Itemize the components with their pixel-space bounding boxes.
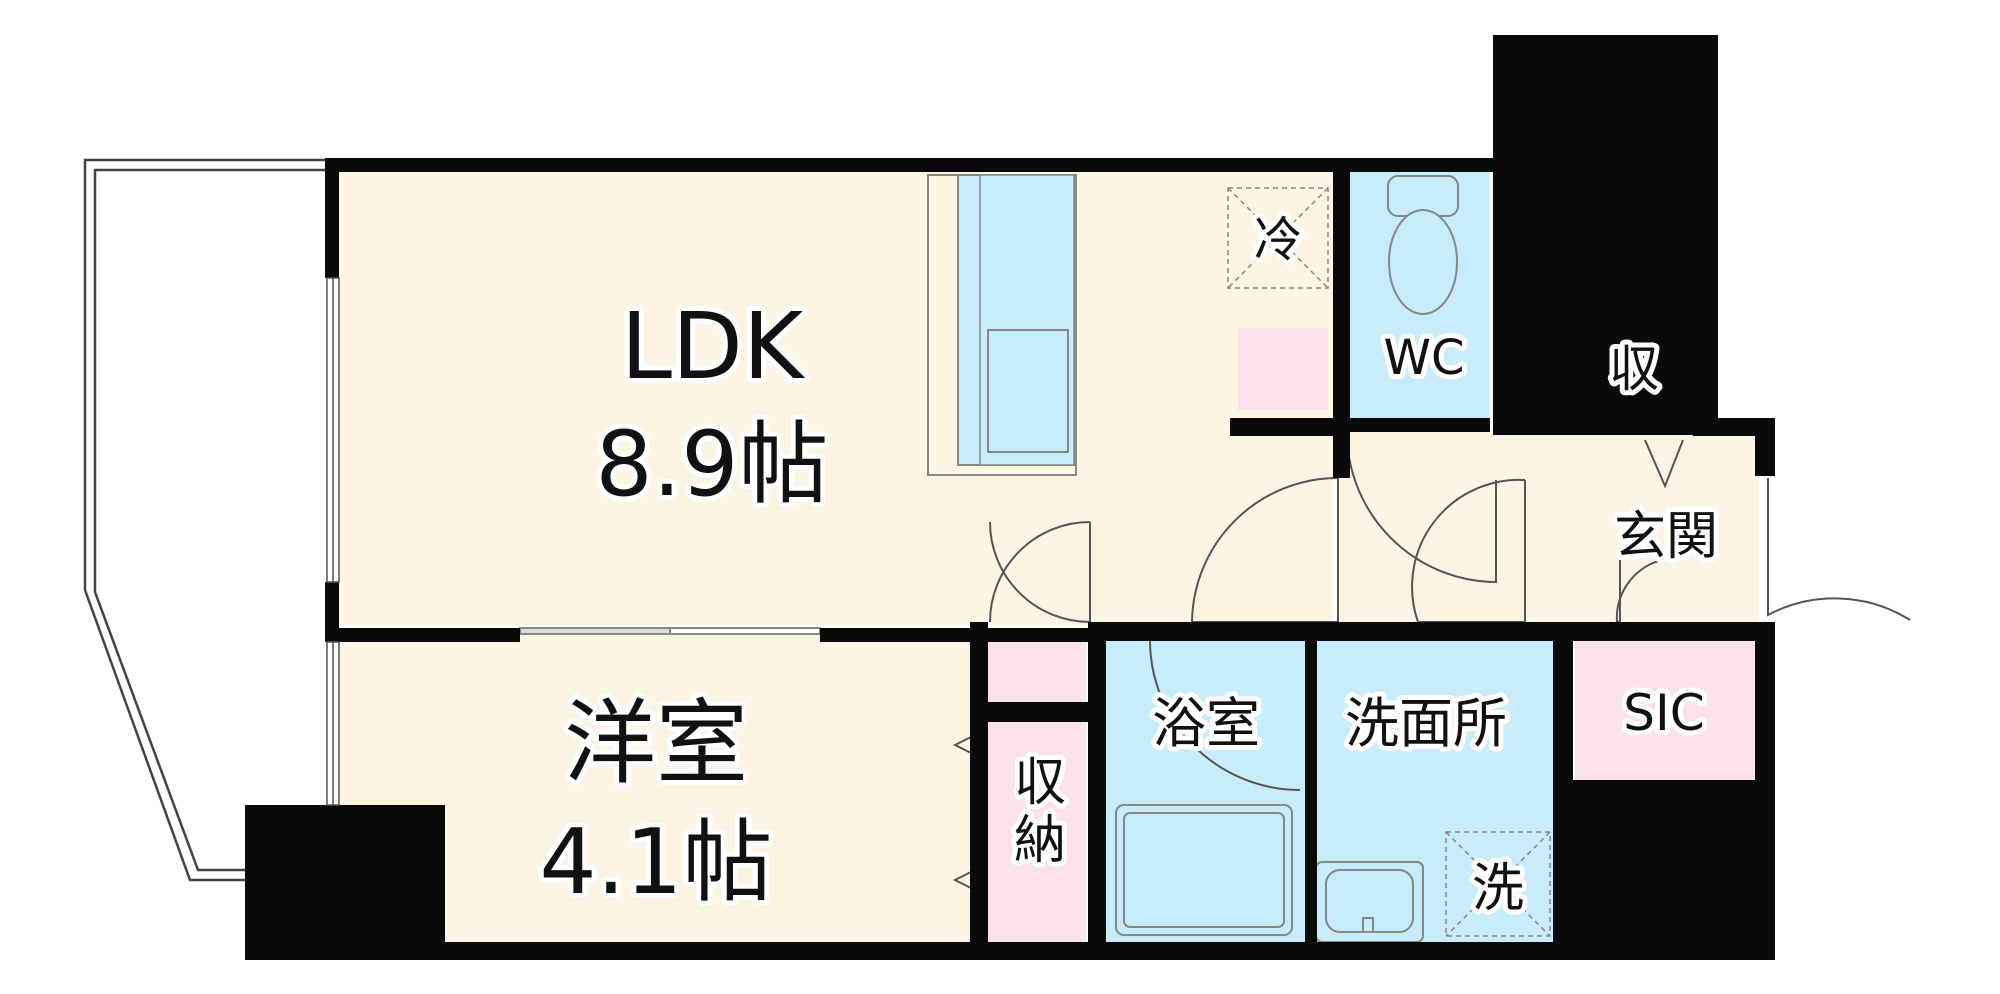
washbasin-icon [1315,861,1424,943]
walls [245,35,1775,960]
wc-label: WC [1384,330,1465,386]
western-room-label: 洋室 [564,690,748,797]
washer-label: 洗 [1472,859,1524,919]
fridge-placeholder [1227,187,1329,289]
closet-label: 収納 [1014,753,1066,871]
fridge-space [1238,328,1328,410]
closet-floor [988,722,1086,943]
entrance-label: 玄関 [1614,507,1718,567]
bathroom-label: 浴室 [1152,692,1260,755]
ldk-label: LDK [621,293,806,400]
washroom-label: 洗面所 [1345,692,1507,755]
western-room-size-label: 4.1帖 [539,810,772,915]
windows [326,277,340,806]
sic-floor [1575,640,1755,780]
bathtub-icon [1115,804,1293,936]
toilet-icon [1387,175,1459,315]
door-swings [952,429,1911,891]
sliding-door [519,627,821,635]
storage-top-label: 収 [1609,340,1659,398]
corridor-floor [1337,430,1759,630]
ldk-size-label: 8.9帖 [595,412,828,517]
washer-placeholder [1445,831,1551,937]
fridge-label: 冷 [1254,212,1302,268]
balcony [83,158,330,882]
small-storage-floor [988,641,1086,702]
kitchen-counter [927,174,1077,476]
sic-label: SIC [1623,684,1704,742]
ldk-floor [338,172,1333,625]
